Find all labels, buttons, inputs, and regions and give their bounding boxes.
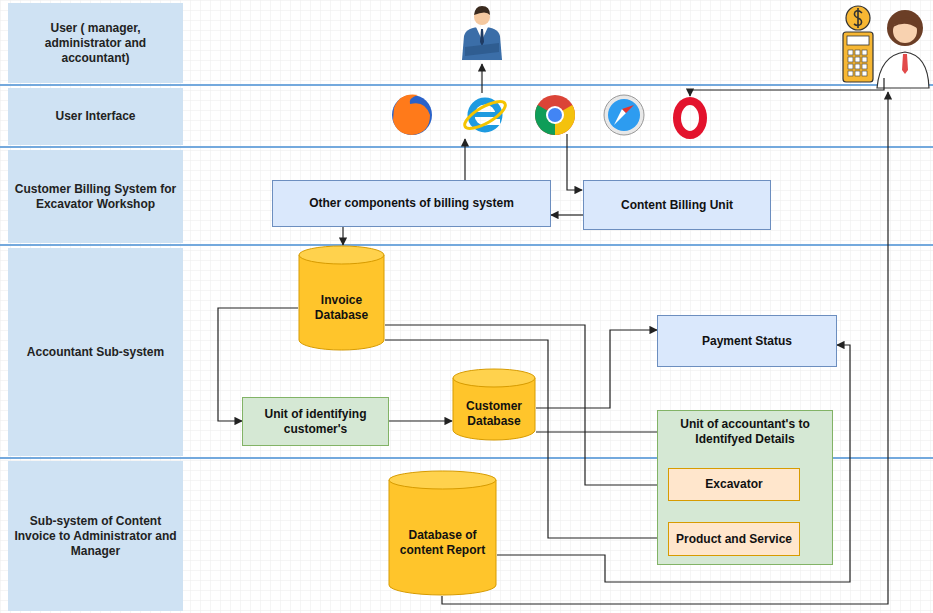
node-text: Invoice Database xyxy=(304,293,379,323)
user-icon xyxy=(462,6,502,60)
process-box: Content Billing Unit xyxy=(583,180,771,230)
cylinder-top xyxy=(389,471,496,489)
connector xyxy=(551,214,583,215)
node-text: Sub-system of Content Invoice to Adminis… xyxy=(14,514,177,559)
node-text: User Interface xyxy=(55,109,135,124)
connector xyxy=(342,227,343,245)
cylinder-top xyxy=(299,246,384,264)
process-box: Unit of identifying customer's xyxy=(242,397,389,446)
firefox-icon xyxy=(392,95,432,135)
lane-label: Customer Billing System for Excavator Wo… xyxy=(8,150,183,243)
node-text: Payment Status xyxy=(702,334,792,349)
node-text: Unit of accountant's to Identifyed Detai… xyxy=(664,417,826,447)
lane-label: User ( manager, administrator and accoun… xyxy=(8,3,183,83)
detail-box: Excavator xyxy=(668,468,800,501)
cylinder-body xyxy=(299,255,384,350)
detail-box: Product and Service xyxy=(668,522,800,556)
database-cylinder: Database of content Report xyxy=(388,470,497,595)
node-text: Product and Service xyxy=(676,532,792,547)
group-box: Unit of accountant's to Identifyed Detai… xyxy=(657,410,833,565)
lane-label: Sub-system of Content Invoice to Adminis… xyxy=(8,461,183,611)
opera-icon xyxy=(677,101,703,135)
connector xyxy=(536,431,657,432)
safari-icon xyxy=(604,95,644,135)
database-cylinder: Customer Database xyxy=(452,368,536,440)
node-text: Customer Billing System for Excavator Wo… xyxy=(14,182,177,212)
node-text: User ( manager, administrator and accoun… xyxy=(14,21,177,66)
band-lines xyxy=(0,85,933,458)
node-text: Accountant Sub-system xyxy=(27,345,164,360)
node-text: Database of content Report xyxy=(394,528,491,558)
database-cylinder: Invoice Database xyxy=(298,245,385,350)
chrome-icon xyxy=(535,95,575,135)
connector xyxy=(389,420,452,421)
connector xyxy=(385,325,668,485)
node-text: Customer Database xyxy=(458,399,530,429)
cylinder-body xyxy=(389,480,496,595)
lane-label: Accountant Sub-system xyxy=(8,248,183,456)
lane-label: User Interface xyxy=(8,88,183,145)
node-text: Excavator xyxy=(705,477,762,492)
cylinder-top xyxy=(453,369,535,387)
connector xyxy=(536,330,657,408)
accountant-icon xyxy=(843,6,929,88)
node-text: Unit of identifying customer's xyxy=(249,407,382,437)
node-text: Content Billing Unit xyxy=(621,198,733,213)
process-box: Payment Status xyxy=(657,315,837,367)
icon-links xyxy=(442,64,888,604)
ie-icon xyxy=(461,97,509,134)
process-box: Other components of billing system xyxy=(272,180,551,227)
connector xyxy=(497,345,850,582)
node-text: Other components of billing system xyxy=(309,196,514,211)
